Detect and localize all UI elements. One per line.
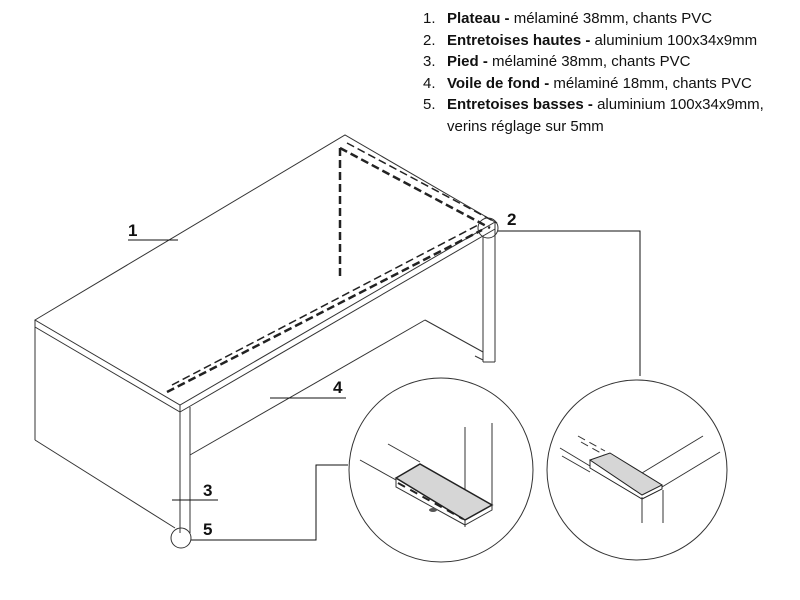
legend-item-pied: 3.Pied - mélaminé 38mm, chants PVC [423, 53, 691, 70]
hidden-crossbars [166, 142, 498, 394]
desk-top [34, 134, 496, 413]
callout-5-marker [170, 527, 192, 549]
detail-lower-crossbar [348, 377, 534, 563]
legend-item-entretoises-basses: 5.Entretoises basses - aluminium 100x34x… [423, 96, 764, 113]
right-leg [474, 229, 496, 363]
callout-4: 4 [333, 378, 343, 397]
legend-item-voile-de-fond: 4.Voile de fond - mélaminé 18mm, chants … [423, 74, 752, 92]
callout-5: 5 [203, 520, 212, 539]
callout-3: 3 [203, 481, 212, 500]
legend-item-entretoises-basses-cont: verins réglage sur 5mm [447, 117, 604, 135]
left-leg [34, 327, 191, 533]
callout-2: 2 [507, 210, 516, 229]
callout-5-line [191, 464, 348, 541]
callout-2-line [498, 230, 641, 376]
legend-item-plateau: 1.Plateau - mélaminé 38mm, chants PVC [423, 10, 713, 27]
modesty-panel [189, 319, 484, 456]
parts-legend: 1.Plateau - mélaminé 38mm, chants PVC 2.… [423, 8, 764, 137]
detail-upper-crossbar [546, 379, 728, 561]
legend-item-entretoises-hautes: 2.Entretoises hautes - aluminium 100x34x… [423, 31, 758, 49]
callout-2-marker [477, 217, 499, 239]
callout-1: 1 [128, 221, 137, 240]
